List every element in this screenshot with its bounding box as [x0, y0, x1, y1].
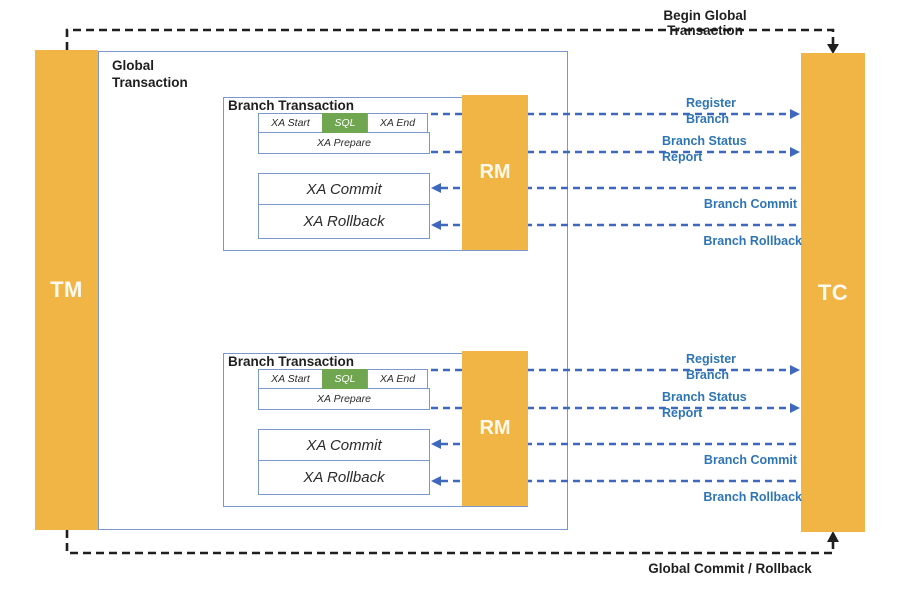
branch-commit-label-1: Branch Commit [703, 197, 797, 211]
rm-box-2: RM [462, 351, 528, 506]
branch-status-report-label-2: Branch Status Report [662, 390, 747, 420]
begin-global-transaction-label: Begin Global Transaction [663, 8, 747, 38]
xa-commit-box-2: XA Commit [258, 429, 430, 461]
xa-prepare-cell-2: XA Prepare [258, 388, 430, 410]
tc-box: TC [801, 53, 865, 532]
xa-prepare-cell-1: XA Prepare [258, 132, 430, 154]
branch-status-report-arrowhead-1 [790, 147, 800, 157]
xa-end-cell-2: XA End [367, 369, 428, 389]
global-commit-rollback-arrowhead [827, 531, 839, 542]
xa-start-cell-2: XA Start [258, 369, 323, 389]
tm-box: TM [35, 50, 98, 530]
global-commit-rollback-label: Global Commit / Rollback [648, 561, 812, 576]
rm-box-1: RM [462, 95, 528, 250]
branch-commit-label-2: Branch Commit [703, 453, 797, 467]
rm-label-2: RM [479, 417, 511, 439]
global-transaction-label: Global Transaction [112, 58, 188, 90]
register-branch-label-2: Register Branch [686, 352, 737, 382]
register-branch-arrowhead-2 [790, 365, 800, 375]
tm-label: TM [50, 277, 83, 302]
xa-start-cell-1: XA Start [258, 113, 323, 133]
rm-label-1: RM [479, 161, 511, 183]
xa-rollback-box-2: XA Rollback [258, 460, 430, 495]
xa-commit-box-1: XA Commit [258, 173, 430, 205]
register-branch-label-1: Register Branch [686, 96, 737, 126]
xa-phase1-table-1: XA Start SQL XA End XA Prepare [258, 113, 430, 154]
sql-cell-2: SQL [322, 369, 368, 389]
branch-status-report-label-1: Branch Status Report [662, 134, 747, 164]
xa-end-cell-1: XA End [367, 113, 428, 133]
sql-cell-1: SQL [322, 113, 368, 133]
xa-phase1-table-2: XA Start SQL XA End XA Prepare [258, 369, 430, 410]
register-branch-arrowhead-1 [790, 109, 800, 119]
xa-rollback-box-1: XA Rollback [258, 204, 430, 239]
branch-transaction-title-2: Branch Transaction [228, 354, 355, 369]
branch-rollback-label-1: Branch Rollback [703, 234, 802, 248]
branch-status-report-arrowhead-2 [790, 403, 800, 413]
branch-rollback-label-2: Branch Rollback [703, 490, 802, 504]
tc-label: TC [817, 279, 849, 305]
global-commit-rollback-arrow [65, 530, 835, 555]
branch-transaction-title-1: Branch Transaction [228, 98, 355, 113]
